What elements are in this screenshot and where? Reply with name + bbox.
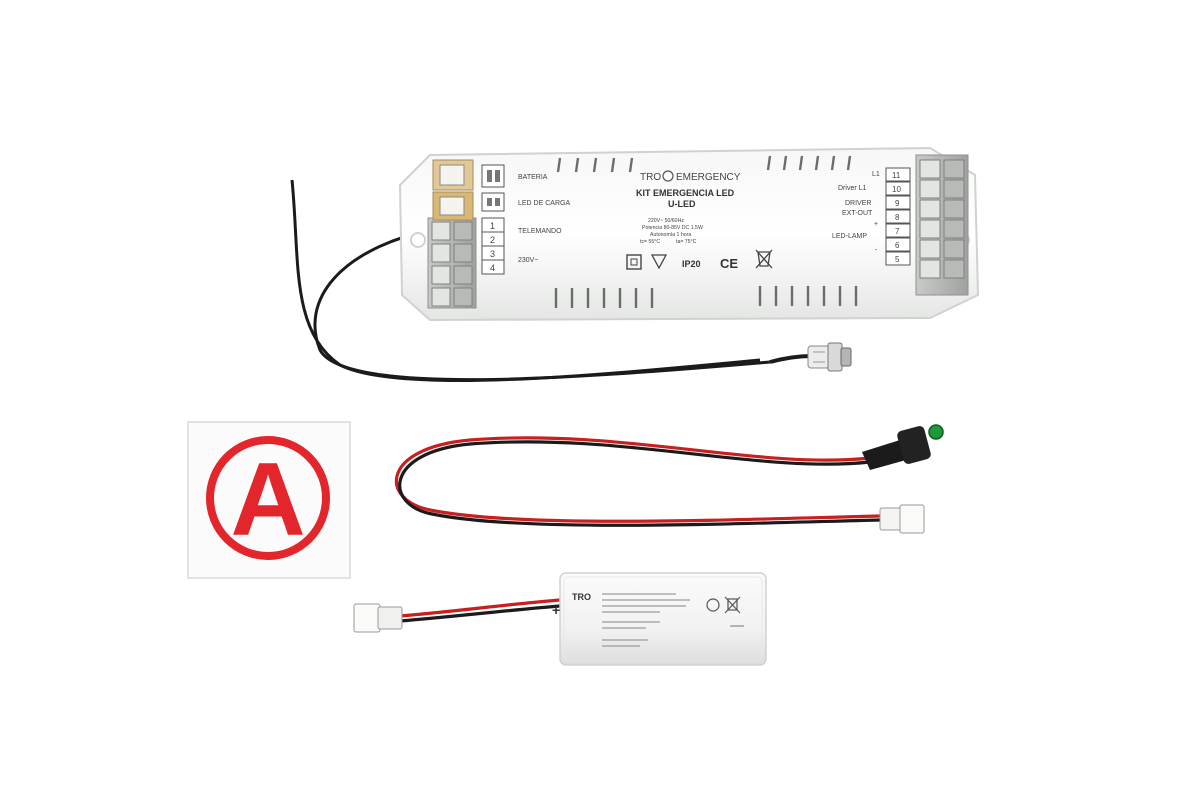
- sticker-letter: A: [230, 442, 305, 558]
- label-plus: +: [874, 221, 878, 228]
- ce-mark: CE: [720, 256, 738, 271]
- left-term-4: 4: [490, 263, 495, 273]
- battery-plus: +: [552, 602, 560, 618]
- indicator-led: [862, 424, 944, 470]
- left-terminal-numbers: 1 2 3 4: [481, 217, 505, 275]
- right-term-9: 9: [895, 199, 900, 208]
- emergency-sticker: A: [187, 421, 351, 579]
- right-term-10: 10: [892, 185, 901, 194]
- driver-model: U-LED: [668, 199, 696, 209]
- led-cable-connector: [879, 504, 925, 534]
- battery-connector: [353, 603, 403, 633]
- driver-branding: TRO EMERGENCY KIT EMERGENCIA LED U-LED 2…: [626, 170, 773, 271]
- label-telemando: TELEMANDO: [518, 228, 562, 235]
- spec-line-1: 220V~ 50/60Hz: [648, 218, 684, 224]
- right-term-6: 6: [895, 241, 900, 250]
- weee-bin-icon: [755, 249, 773, 269]
- left-labels: BATERIA LED DE CARGA TELEMANDO 230V~: [518, 174, 570, 264]
- driver-specs: 220V~ 50/60Hz Potencia 80-85V DC 1.5W Au…: [640, 218, 703, 245]
- label-led-carga: LED DE CARGA: [518, 200, 570, 207]
- f-mark-icon: [650, 254, 668, 270]
- label-bateria: BATERIA: [518, 174, 548, 181]
- recycle-icon: [706, 598, 720, 612]
- spec-line-2: Potencia 80-85V DC 1.5W: [642, 225, 703, 231]
- left-term-1: 1: [490, 221, 495, 231]
- right-labels: L1 Driver L1 DRIVER EXT-OUT LED-LAMP + -: [832, 171, 880, 254]
- battery-label-lines: [602, 593, 690, 647]
- right-term-7: 7: [895, 227, 900, 236]
- battery-brand: TRO: [572, 592, 591, 602]
- label-230v: 230V~: [518, 257, 538, 264]
- left-term-2: 2: [490, 235, 495, 245]
- brand-suffix: EMERGENCY: [676, 172, 741, 183]
- label-led-lamp: LED-LAMP: [832, 233, 867, 240]
- spec-line-4: tc= 55°C: [640, 239, 660, 245]
- class2-icon: [626, 254, 642, 270]
- vent-slots-bottom: [554, 286, 858, 308]
- battery-pack: + TRO: [353, 572, 767, 666]
- emergency-driver: 1 2 3 4 BATERIA LED DE CARGA TELEMANDO 2…: [398, 146, 980, 322]
- switch-connector: [807, 342, 852, 372]
- label-l1: L1: [872, 171, 880, 178]
- right-term-11: 11: [892, 171, 901, 180]
- left-terminal-block: [427, 217, 477, 309]
- sticker-circle: [206, 436, 330, 560]
- spec-line-5: ta= 75°C: [676, 239, 697, 245]
- indicator-led-cable: [394, 424, 944, 534]
- right-terminal-numbers: 11 10 9 8 7 6 5: [885, 167, 911, 266]
- driver-title: KIT EMERGENCIA LED: [636, 188, 735, 198]
- ip-rating: IP20: [682, 259, 701, 269]
- label-driver-l1: Driver L1: [838, 185, 867, 192]
- right-terminal-block: [915, 154, 969, 296]
- right-term-8: 8: [895, 213, 900, 222]
- label-ext-out: EXT-OUT: [842, 210, 873, 217]
- battery-weee-icon: [724, 596, 741, 614]
- label-minus: -: [875, 247, 878, 254]
- brand-name: TRO: [640, 172, 661, 183]
- label-driver: DRIVER: [845, 200, 871, 207]
- left-term-3: 3: [490, 249, 495, 259]
- right-term-5: 5: [895, 255, 900, 264]
- vent-slots-top: [556, 155, 852, 173]
- spec-line-3: Autonomía 1 hora: [650, 232, 691, 238]
